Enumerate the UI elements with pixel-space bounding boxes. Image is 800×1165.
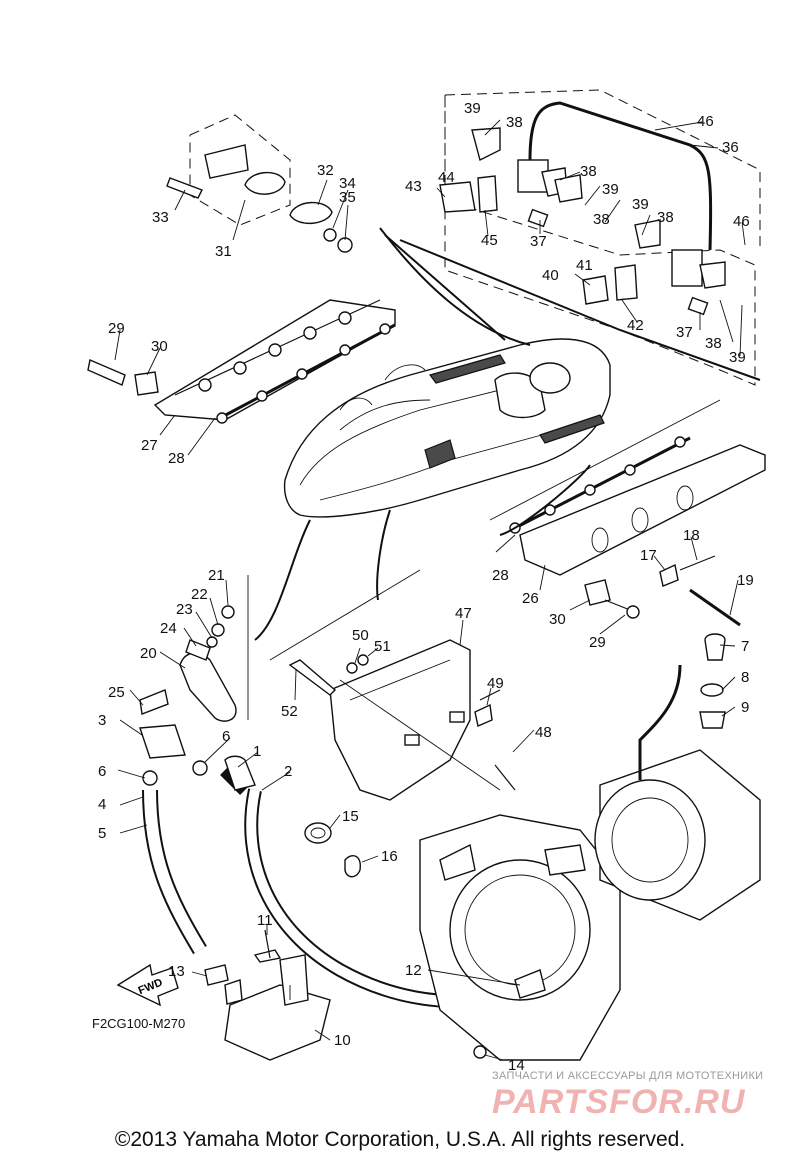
callout-1: 1: [253, 743, 261, 760]
callout-4: 4: [98, 796, 106, 813]
callout-17: 17: [640, 547, 657, 564]
leader-lines: [114, 119, 746, 1061]
callout-44: 44: [438, 169, 455, 186]
callout-3: 3: [98, 712, 106, 729]
callout-2: 2: [284, 763, 292, 780]
callout-38d: 38: [705, 335, 722, 352]
callout-37b: 37: [676, 324, 693, 341]
figure-code: F2CG100-M270: [92, 1016, 186, 1031]
fasteners-right: [87, 359, 741, 627]
callout-27: 27: [141, 437, 158, 454]
cover-panel: [329, 639, 516, 801]
connector-lines: [247, 227, 761, 1000]
callout-33: 33: [152, 209, 169, 226]
callout-39c: 39: [632, 196, 649, 213]
callout-48: 48: [535, 724, 552, 741]
jet-nozzle: [594, 633, 761, 921]
callout-29a: 29: [108, 320, 125, 337]
callout-30a: 30: [151, 338, 168, 355]
callout-31: 31: [215, 243, 232, 260]
callout-38e: 38: [593, 211, 610, 228]
callout-28a: 28: [168, 450, 185, 467]
callout-7: 7: [741, 638, 749, 655]
callout-37a: 37: [530, 233, 547, 250]
callout-28b: 28: [492, 567, 509, 584]
callout-6b: 6: [222, 728, 230, 745]
callout-45: 45: [481, 232, 498, 249]
callout-25: 25: [108, 684, 125, 701]
jet-ski-hull: [283, 338, 611, 518]
callout-5: 5: [98, 825, 106, 842]
callout-39d: 39: [729, 349, 746, 366]
callout-38c: 38: [657, 209, 674, 226]
callout-22: 22: [191, 586, 208, 603]
callout-34: 34: [339, 175, 356, 192]
callout-51: 51: [374, 638, 391, 655]
callout-38b: 38: [580, 163, 597, 180]
callout-21: 21: [208, 567, 225, 584]
callout-43: 43: [405, 178, 422, 195]
callout-20: 20: [140, 645, 157, 662]
callout-50: 50: [352, 627, 369, 644]
callout-11: 11: [257, 912, 273, 929]
callout-42: 42: [627, 317, 644, 334]
drain-plug-parts: [166, 144, 353, 253]
callout-36: 36: [722, 139, 739, 156]
callout-9: 9: [741, 699, 749, 716]
callout-47: 47: [455, 605, 472, 622]
callout-15: 15: [342, 808, 359, 825]
callout-16: 16: [381, 848, 398, 865]
control-box: [204, 929, 331, 1061]
left-gunwale-rail: [153, 299, 396, 424]
callout-8: 8: [741, 669, 749, 686]
callout-49: 49: [487, 675, 504, 692]
callout-32: 32: [317, 162, 334, 179]
callout-12: 12: [405, 962, 422, 979]
callout-18: 18: [683, 527, 700, 544]
callout-39a: 39: [464, 100, 481, 117]
callout-29b: 29: [589, 634, 606, 651]
callout-30b: 30: [549, 611, 566, 628]
callout-40: 40: [542, 267, 559, 284]
callout-10: 10: [334, 1032, 351, 1049]
callout-35: 35: [339, 189, 356, 206]
callout-14: 14: [508, 1057, 525, 1074]
callout-6a: 6: [98, 763, 106, 780]
callout-24: 24: [160, 620, 177, 637]
callout-46b: 46: [733, 213, 750, 230]
callout-26: 26: [522, 590, 539, 607]
callout-13: 13: [168, 963, 185, 980]
callout-38a: 38: [506, 114, 523, 131]
callout-41: 41: [576, 257, 593, 274]
callout-19: 19: [737, 572, 754, 589]
watermark-tagline: ЗАПЧАСТИ И АКСЕССУАРЫ ДЛЯ МОТОТЕХНИКИ: [492, 1070, 764, 1082]
fwd-arrow-icon: FWD: [116, 963, 179, 1007]
grab-handle: [439, 101, 726, 316]
callout-numbers: 1 2 3 4 5 6 6 7 8 9 10 11 12 13 14 15 16…: [98, 100, 754, 1074]
seals-and-clips: [288, 654, 501, 878]
callout-23: 23: [176, 601, 193, 618]
copyright-notice: ©2013 Yamaha Motor Corporation, U.S.A. A…: [114, 1128, 686, 1151]
callout-52: 52: [281, 703, 298, 720]
intake-housing: [419, 814, 621, 1061]
watermark-logo: PARTSFOR.RU: [492, 1083, 746, 1121]
callout-46a: 46: [697, 113, 714, 130]
bracket-assembly: [139, 605, 237, 786]
callout-39b: 39: [602, 181, 619, 198]
